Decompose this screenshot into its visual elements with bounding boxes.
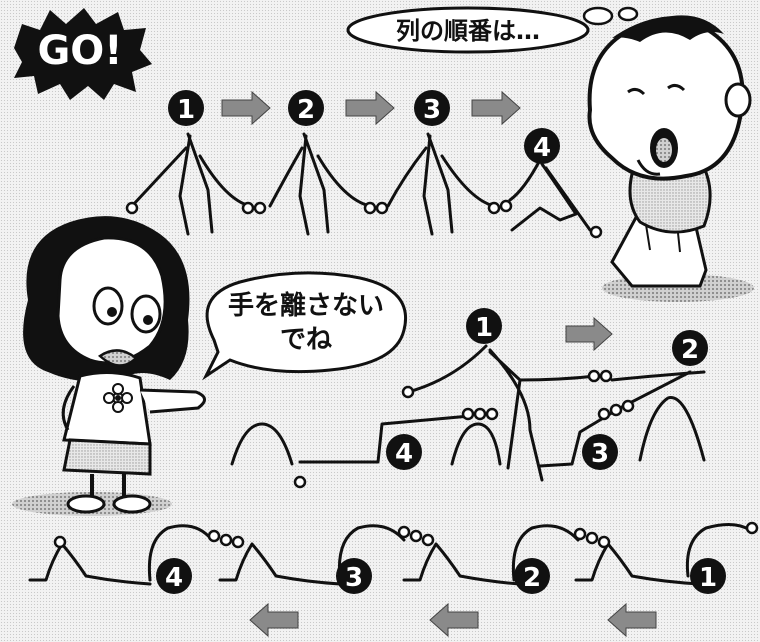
thought-bubble: 列の順番は… [346, 6, 639, 54]
row-middle-hands [293, 369, 635, 489]
right-arrow-icon [345, 90, 395, 126]
left-arrow-icon [607, 602, 657, 638]
speech-line-2: でね [280, 325, 332, 355]
go-text: GO! [37, 28, 122, 74]
row-top [130, 132, 592, 236]
boy-character [587, 15, 754, 302]
number-badge: 3 [582, 434, 618, 470]
svg-text:1: 1 [177, 95, 195, 125]
number-badge: 1 [466, 308, 502, 344]
left-arrow-icon [249, 602, 299, 638]
number-badge: 2 [288, 90, 324, 126]
right-arrow-icon [221, 90, 271, 126]
number-badge: 1 [168, 90, 204, 126]
right-arrow-icon [471, 90, 521, 126]
number-badge: 2 [514, 558, 550, 594]
row-bottom [28, 523, 752, 586]
row-top-hands [125, 199, 603, 239]
svg-text:2: 2 [523, 563, 541, 593]
number-badge: 2 [672, 330, 708, 366]
speech-bubble: 手を離さない でね [202, 271, 407, 381]
flower-icon [103, 383, 133, 413]
svg-text:1: 1 [699, 563, 717, 593]
number-badge: 1 [690, 558, 726, 594]
svg-text:4: 4 [533, 133, 551, 163]
number-badge: 3 [414, 90, 450, 126]
go-badge: GO! [14, 8, 152, 100]
number-badge: 4 [524, 128, 560, 164]
svg-text:3: 3 [423, 95, 441, 125]
girl-character [12, 216, 206, 516]
row-middle [230, 344, 706, 482]
svg-text:2: 2 [681, 335, 699, 365]
number-badge: 4 [156, 558, 192, 594]
svg-text:3: 3 [591, 439, 609, 469]
speech-line-1: 手を離さない [228, 290, 384, 321]
left-arrow-icon [429, 602, 479, 638]
thought-text: 列の順番は… [396, 17, 540, 45]
svg-text:2: 2 [297, 95, 315, 125]
svg-text:3: 3 [345, 563, 363, 593]
svg-text:4: 4 [165, 563, 183, 593]
right-arrow-icon [565, 316, 613, 352]
number-badge: 4 [386, 434, 422, 470]
svg-text:1: 1 [475, 313, 493, 343]
svg-text:4: 4 [395, 439, 413, 469]
number-badge: 3 [336, 558, 372, 594]
row-bottom-hands [53, 521, 759, 549]
